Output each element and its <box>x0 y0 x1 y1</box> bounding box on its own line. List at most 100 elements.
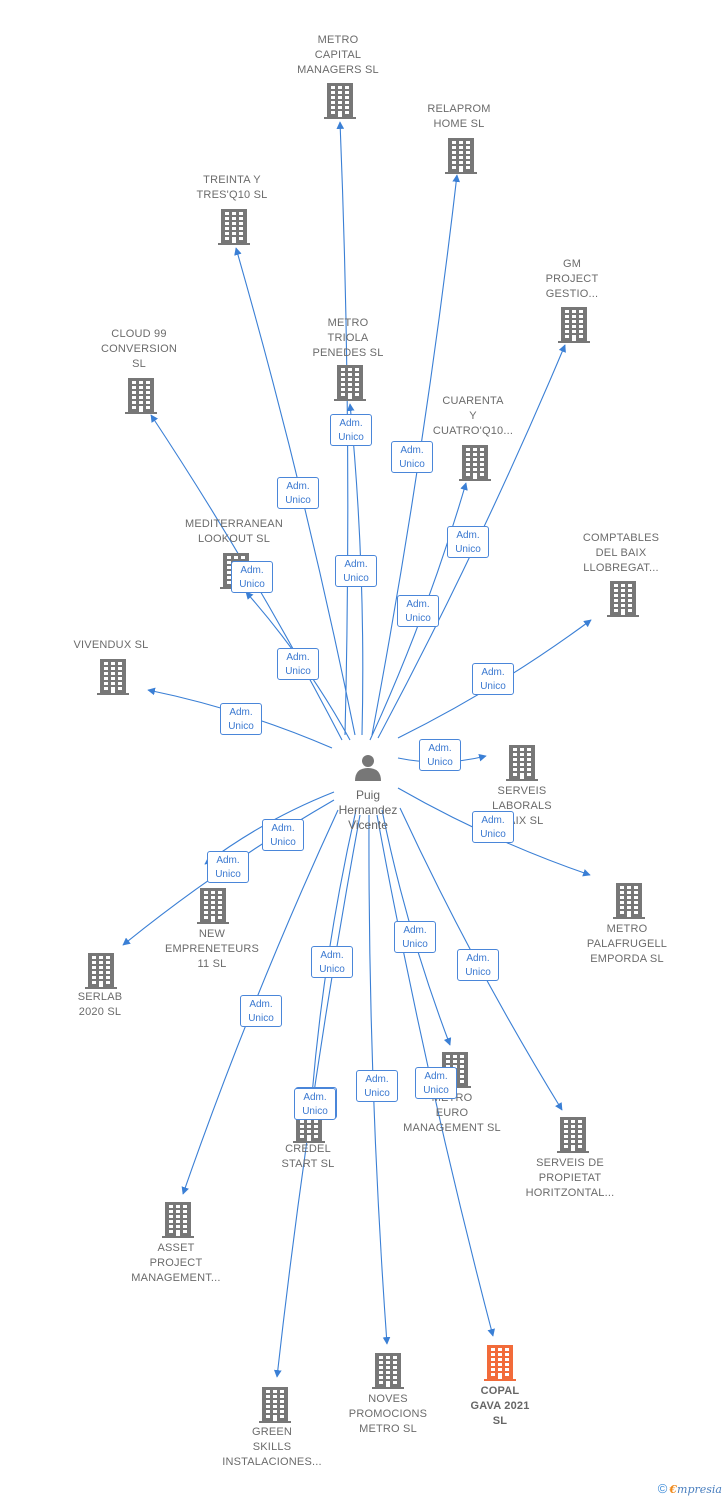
building-icon[interactable] <box>97 659 129 695</box>
badge-role-type: Unico <box>405 613 431 624</box>
company-label-line: VIVENDUX SL <box>73 639 149 651</box>
badge-role-type: Unico <box>285 666 311 677</box>
building-icon[interactable] <box>372 1353 404 1389</box>
badge-role-type: Unico <box>215 869 241 880</box>
edge-role-badge-mediterranean[interactable]: Adm. Unico <box>231 561 273 593</box>
company-label-line: SKILLS <box>252 1441 292 1453</box>
brand-logo-initial: € <box>669 1483 678 1496</box>
edge-role-badge-treinta[interactable]: Adm.Unico <box>277 477 319 509</box>
badge-role-line: Adm. <box>216 855 240 866</box>
edge-role-badge-cloud99[interactable]: Adm.Unico <box>277 648 319 680</box>
company-label-line: SL <box>132 358 146 370</box>
building-icon[interactable] <box>259 1387 291 1423</box>
badge-role-line: Adm. <box>428 743 452 754</box>
company-label-line: LLOBREGAT... <box>583 562 659 574</box>
company-label-line: SERLAB <box>77 991 123 1003</box>
badge-role-line: Adm. <box>424 1071 448 1082</box>
building-icon[interactable] <box>218 209 250 245</box>
person-icon[interactable] <box>355 755 381 781</box>
building-icon[interactable] <box>197 888 229 924</box>
building-icon[interactable] <box>484 1345 516 1381</box>
badge-role-type: Unico <box>239 579 265 590</box>
building-icon[interactable] <box>607 581 639 617</box>
building-icon[interactable] <box>125 378 157 414</box>
edge-role-badge-serlab[interactable]: Adm. Unico <box>207 851 249 883</box>
edge-role-badge-credel[interactable]: Adm.Unico <box>311 946 353 978</box>
building-icon[interactable] <box>506 745 538 781</box>
edge-role-badge-metro-euro[interactable]: Adm.Unico <box>394 921 436 953</box>
company-label-line: START SL <box>281 1158 335 1170</box>
company-label-line: MANAGERS SL <box>297 64 379 76</box>
edge-role-badge-new-empreneteurs[interactable]: Adm.Unico <box>262 819 304 851</box>
building-icon[interactable] <box>613 883 645 919</box>
company-label-vivendux[interactable]: VIVENDUX SL <box>36 638 186 653</box>
edge-role-badge-serveis-propietat[interactable]: Adm.Unico <box>457 949 499 981</box>
brand-name: mpresia <box>677 1483 722 1496</box>
badge-role-line: Adm. <box>286 481 310 492</box>
company-label-line: 11 SL <box>197 958 227 970</box>
company-label-line: HOME SL <box>433 118 485 130</box>
edge-role-badge-vivendux[interactable]: Adm.Unico <box>220 703 262 735</box>
edge-role-badge-cuarenta[interactable]: Adm.Unico <box>397 595 439 627</box>
badge-role-line: Adm. <box>240 565 264 576</box>
building-icon[interactable] <box>85 953 117 989</box>
edge-role-badge-comptables[interactable]: Adm.Unico <box>472 663 514 695</box>
edge-role-badge-metro-triola[interactable]: Adm.Unico <box>335 555 377 587</box>
badge-role-type: Unico <box>302 1106 328 1117</box>
badge-role-line: Adm. <box>344 559 368 570</box>
badge-role-line: Adm. <box>271 823 295 834</box>
person-name-line: Vicente <box>348 818 388 832</box>
edge-role-badge-gm-project[interactable]: Adm.Unico <box>447 526 489 558</box>
edge-role-badge-metro-capital[interactable]: Adm.Unico <box>330 414 372 446</box>
badge-role-line: Adm. <box>481 667 505 678</box>
company-label-line: TREINTA Y <box>203 174 261 186</box>
badge-role-line: Adm. <box>339 418 363 429</box>
building-icon[interactable] <box>324 83 356 119</box>
company-label-line: NOVES <box>368 1393 408 1405</box>
company-label-line: PENEDES SL <box>312 347 384 359</box>
footer-brand[interactable]: ©€mpresia <box>658 1481 722 1496</box>
building-icon[interactable] <box>557 1117 589 1153</box>
edge-role-badge-metro-palafrugell[interactable]: Adm.Unico <box>472 811 514 843</box>
company-label-line: METRO <box>327 317 369 329</box>
building-icon[interactable] <box>445 138 477 174</box>
edge-role-badge-credel-2[interactable]: Adm.Unico <box>294 1088 336 1120</box>
company-label-line: RELAPROM <box>427 103 491 115</box>
company-label-relaprom[interactable]: RELAPROM HOME SL <box>384 102 534 132</box>
company-label-line: HORITZONTAL... <box>525 1187 615 1199</box>
edge-role-badge-serveis-laborals[interactable]: Adm.Unico <box>419 739 461 771</box>
building-icon[interactable] <box>459 445 491 481</box>
company-label-line: PROMOCIONS <box>348 1408 428 1420</box>
building-icon[interactable] <box>162 1202 194 1238</box>
company-label-line: CUATRO'Q10... <box>432 425 514 437</box>
company-label-line: METRO <box>606 923 648 935</box>
building-icon[interactable] <box>558 307 590 343</box>
edge-role-badge-noves[interactable]: Adm.Unico <box>356 1070 398 1102</box>
company-label-line: EMPORDA SL <box>590 953 664 965</box>
edge-role-badge-copal[interactable]: Adm.Unico <box>415 1067 457 1099</box>
edge-role-badge-relaprom[interactable]: Adm.Unico <box>391 441 433 473</box>
company-label-line: GREEN <box>251 1426 293 1438</box>
edge-role-badge-asset[interactable]: Adm.Unico <box>240 995 282 1027</box>
building-icon[interactable] <box>334 365 366 401</box>
badge-role-type: Unico <box>402 939 428 950</box>
